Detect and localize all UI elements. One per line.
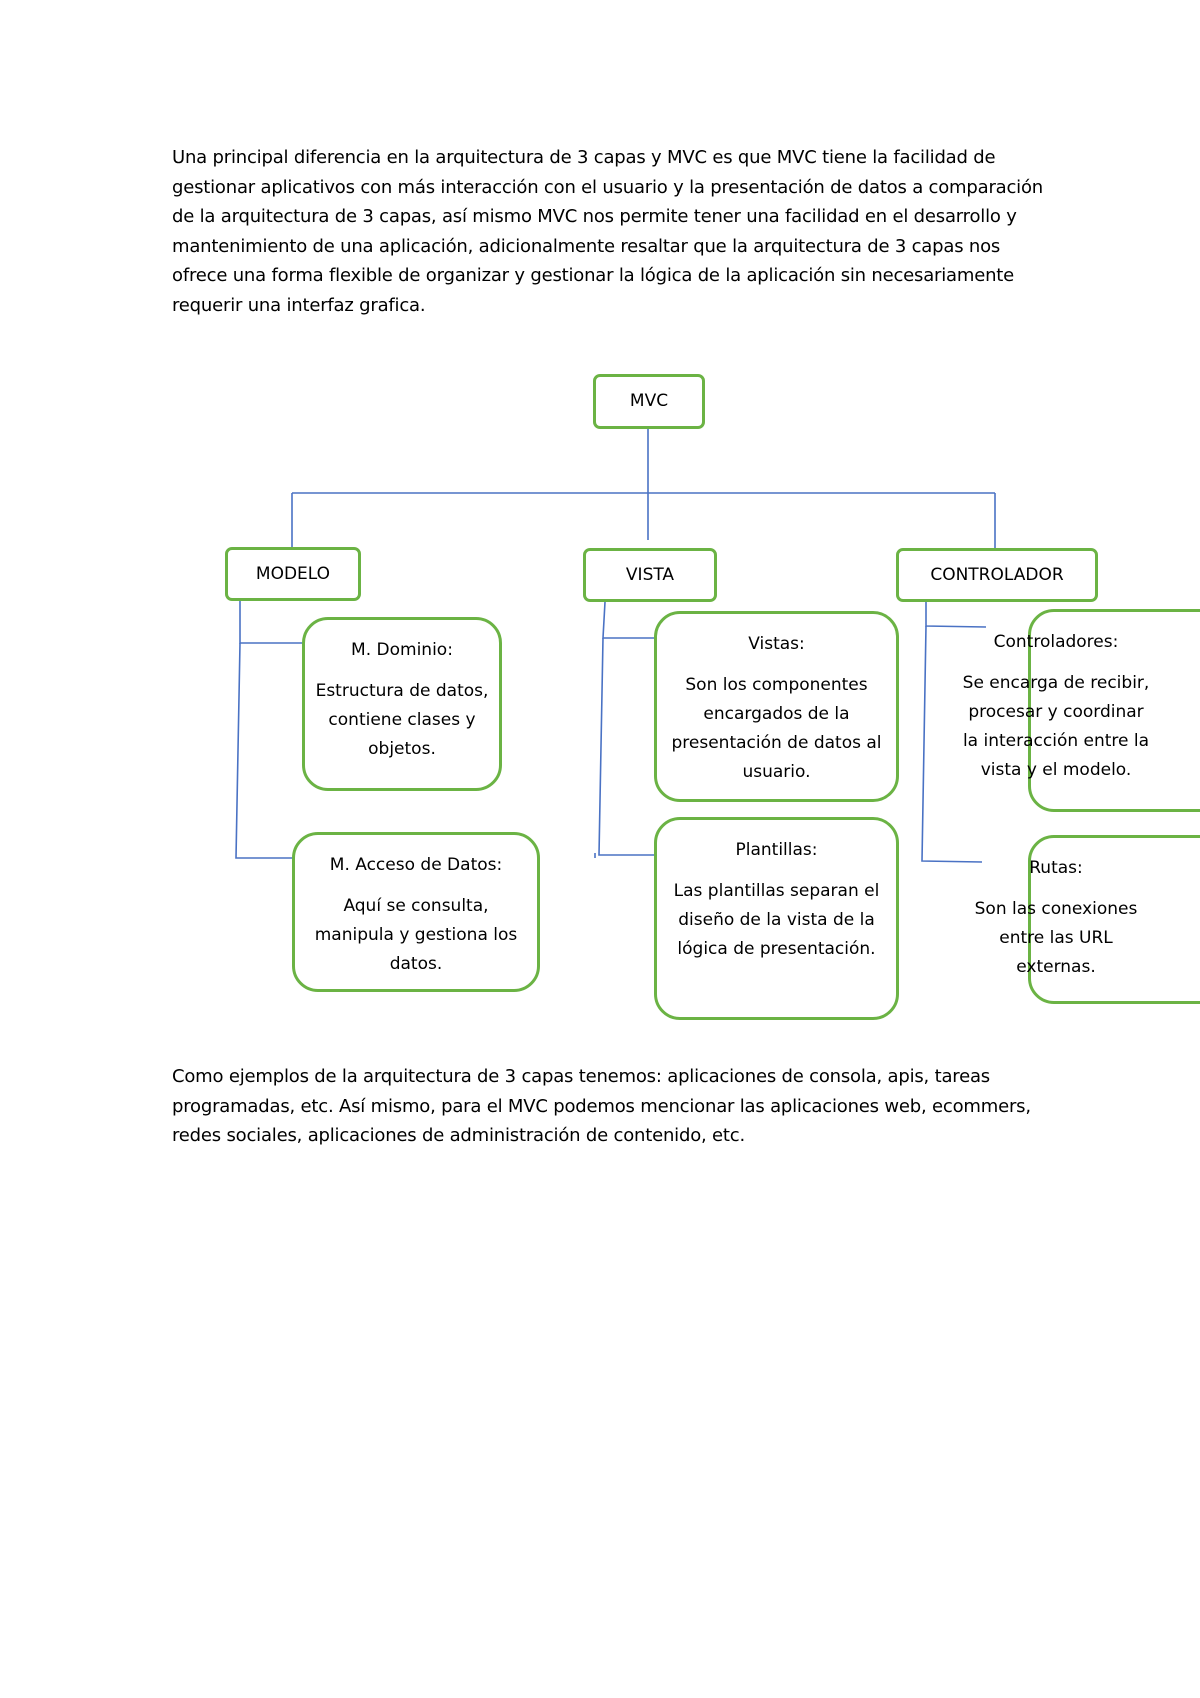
connector-modelo-acceso [235, 642, 292, 859]
rutas-title: Rutas: [1029, 858, 1083, 878]
controlador-box: CONTROLADOR [896, 548, 1098, 602]
plantillas-body: Las plantillas separan el diseño de la v… [673, 881, 880, 959]
rutas-body: Son las conexiones entre las URL externa… [974, 899, 1138, 977]
vistas-body: Son los componentes encargados de la pre… [671, 675, 882, 782]
intro-paragraph: Una principal diferencia en la arquitect… [172, 147, 1043, 316]
connector-vista-plantillas [598, 637, 654, 856]
modelo-label: MODELO [255, 563, 331, 584]
examples-paragraph: Como ejemplos de la arquitectura de 3 ca… [172, 1066, 1031, 1146]
m-acceso-datos-box: M. Acceso de Datos: Aquí se consulta, ma… [292, 832, 540, 992]
vistas-title: Vistas: [748, 634, 805, 654]
vistas-box: Vistas: Son los componentes encargados d… [654, 611, 899, 802]
connector-vista-vistas [602, 601, 654, 639]
modelo-box: MODELO [225, 547, 361, 601]
mvc-root-box: MVC [593, 374, 705, 429]
controladores-body: Se encarga de recibir, procesar y coordi… [962, 673, 1150, 780]
vista-label: VISTA [625, 564, 675, 585]
m-acceso-datos-title: M. Acceso de Datos: [329, 855, 503, 875]
m-dominio-body: Estructura de datos, contiene clases y o… [315, 681, 489, 759]
mvc-root-label: MVC [629, 391, 669, 411]
m-acceso-datos-body: Aquí se consulta, manipula y gestiona lo… [314, 896, 518, 974]
vista-box: VISTA [583, 548, 717, 602]
m-dominio-box: M. Dominio: Estructura de datos, contien… [302, 617, 502, 791]
connector-controlador-controladores [925, 602, 987, 628]
controlador-label: CONTROLADOR [930, 564, 1064, 585]
connector-controlador-rutas [921, 625, 983, 863]
plantillas-box: Plantillas: Las plantillas separan el di… [654, 817, 899, 1020]
controladores-title: Controladores: [993, 632, 1119, 652]
plantillas-title: Plantillas: [735, 840, 818, 860]
rutas-box: Rutas: Son las conexiones entre las URL … [975, 835, 1200, 1004]
connector-modelo-children [239, 601, 302, 644]
m-dominio-title: M. Dominio: [351, 640, 453, 660]
controladores-box: Controladores: Se encarga de recibir, pr… [963, 609, 1200, 812]
